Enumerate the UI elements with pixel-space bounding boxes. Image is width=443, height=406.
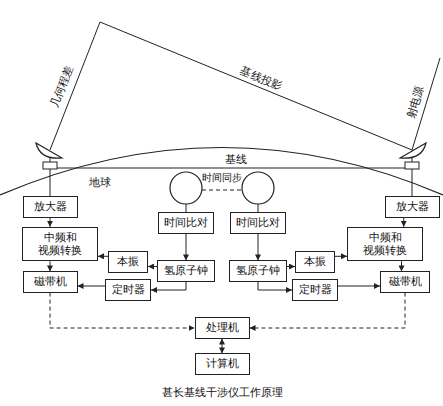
clock-circle	[170, 172, 202, 204]
signal-connector	[148, 266, 157, 267]
annotation-label: 几何程差	[48, 63, 76, 109]
process-box: 本振	[295, 251, 335, 272]
process-box: 计算机	[195, 353, 250, 374]
box-label: 定时器	[111, 283, 145, 296]
signal-connector	[222, 339, 223, 354]
box-label: 本振	[301, 255, 329, 268]
process-box: 定时器	[105, 279, 151, 300]
process-box: 处理机	[195, 317, 250, 338]
earth-arc	[0, 148, 443, 196]
process-box: 中频和 视频转换	[347, 227, 423, 261]
process-box: 磁带机	[380, 271, 430, 292]
signal-connector	[287, 266, 295, 267]
process-box: 放大器	[385, 196, 440, 217]
annotation-label: 基线	[223, 153, 249, 166]
box-label: 计算机	[201, 357, 244, 370]
signal-connector	[403, 218, 404, 227]
antenna-stem	[412, 157, 413, 162]
signal-connector	[258, 234, 259, 261]
antenna-dish	[400, 143, 426, 158]
annotation-label: 时间同步	[202, 172, 242, 184]
process-box: 定时器	[292, 279, 338, 300]
antenna-stem	[50, 157, 51, 162]
box-label: 磁带机	[386, 275, 424, 288]
process-box: 氢原子钟	[229, 260, 287, 281]
box-label: 时间比对	[164, 216, 208, 229]
process-box: 时间比对	[158, 212, 214, 233]
antenna-pedestal	[43, 162, 57, 169]
signal-connector	[78, 286, 106, 287]
box-label: 中频和 视频转换	[360, 231, 410, 257]
signal-connector	[151, 282, 186, 290]
clock-wire	[186, 204, 187, 212]
clock-circle	[242, 172, 274, 204]
signal-connector	[335, 256, 347, 257]
figure-caption: 甚长基线干涉仪工作原理	[162, 386, 283, 399]
signal-connector	[258, 282, 292, 290]
antenna-cable	[412, 169, 413, 196]
box-label: 氢原子钟	[235, 264, 281, 277]
process-box: 放大器	[23, 196, 78, 217]
annotation-label: 地球	[89, 176, 111, 189]
antenna-dish	[36, 143, 62, 158]
signal-connector	[186, 234, 187, 261]
box-label: 放大器	[391, 200, 434, 213]
box-label: 中频和 视频转换	[35, 231, 85, 257]
box-label: 本振	[114, 255, 142, 268]
signal-connector	[98, 256, 108, 257]
antenna-cable	[50, 169, 51, 196]
box-label: 磁带机	[29, 275, 72, 288]
process-box: 本振	[108, 251, 148, 272]
signal-connector	[50, 261, 51, 271]
box-label: 放大器	[29, 200, 72, 213]
process-box: 中频和 视频转换	[22, 227, 98, 261]
box-label: 氢原子钟	[163, 264, 209, 277]
signal-connector	[338, 286, 380, 287]
box-label: 时间比对	[236, 216, 280, 229]
projection-line	[100, 22, 412, 150]
sync-line	[202, 190, 242, 191]
process-box: 时间比对	[230, 212, 286, 233]
box-label: 定时器	[298, 283, 332, 296]
clock-wire	[258, 204, 259, 212]
signal-connector	[50, 218, 51, 227]
baseline-line	[50, 168, 412, 169]
process-box: 氢原子钟	[157, 260, 215, 281]
box-label: 处理机	[201, 321, 244, 334]
process-box: 磁带机	[23, 271, 78, 292]
signal-connector	[401, 261, 402, 271]
antenna-pedestal	[405, 162, 419, 169]
